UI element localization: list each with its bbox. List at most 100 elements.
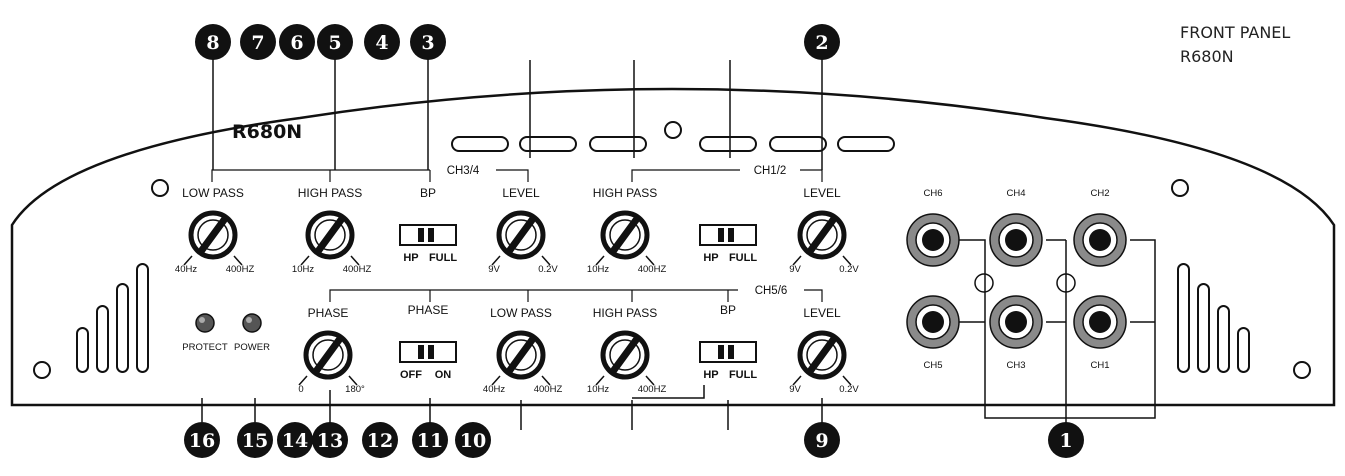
jack-label: CH3 [1006,360,1025,371]
switch-left-label: OFF [400,369,422,381]
led-protect-label: PROTECT [182,342,228,353]
callout-leaders [201,58,823,430]
knob-min-label: 40Hz [175,264,197,275]
knob-min-label: 10Hz [292,264,314,275]
switch-left-label: HP [703,252,718,264]
callout-number: 12 [367,430,393,452]
rca-jack[interactable]: CH1 [1073,295,1127,371]
knob-label: LOW PASS [490,306,552,320]
callout-marker: 12 [362,422,398,458]
callout-marker: 1 [1048,422,1084,458]
callout-marker: 16 [184,422,220,458]
knob-min-label: 9V [789,264,801,275]
knob-label: HIGH PASS [298,186,362,200]
switch-left-label: HP [403,252,418,264]
callout-number: 11 [417,430,443,452]
rca-jack[interactable]: CH3 [989,295,1043,371]
callout-number: 16 [189,430,215,452]
knob-max-label: 400HZ [343,264,372,275]
jack-label: CH4 [1006,188,1025,199]
jack-label: CH2 [1090,188,1109,199]
knob-control[interactable]: HIGH PASS 10Hz 400HZ [292,186,372,275]
callout-marker: 10 [455,422,491,458]
callout-number: 13 [317,430,343,452]
screw-hole [664,121,682,139]
knob-max-label: 400HZ [226,264,255,275]
knob-max-label: 0.2V [538,264,558,275]
knob-group: LOW PASS 40Hz 400HZ HIGH PASS 10Hz 400HZ LEVEL… [175,186,860,395]
switch-left-label: HP [703,369,718,381]
knob-control[interactable]: LEVEL 9V 0.2V [789,186,859,275]
switch-right-label: FULL [729,369,757,381]
knob-control[interactable]: LEVEL 9V 0.2V [488,186,558,275]
slide-switch[interactable]: PHASE OFF ON [399,303,457,381]
knob-label: HIGH PASS [593,186,657,200]
vent-right [1177,263,1250,373]
callout-marker: 15 [237,422,273,458]
panel-model-name: R680N [232,121,302,143]
slide-switch[interactable]: HP FULL [699,224,757,264]
callout-number: 3 [421,32,434,54]
callout-marker: 6 [279,24,315,60]
group-label-ch34: CH3/4 [447,165,480,177]
knob-min-label: 9V [789,384,801,395]
rca-jack[interactable]: CH2 [1073,188,1127,267]
knob-max-label: 0.2V [839,264,859,275]
led-power: POWER [234,313,270,353]
knob-label: LEVEL [502,186,540,200]
rca-jack[interactable]: CH4 [989,188,1043,267]
callout-marker: 8 [195,24,231,60]
jack-label: CH1 [1090,360,1109,371]
callout-number: 4 [375,32,388,54]
switch-label: PHASE [408,303,449,317]
callout-number: 1 [1059,430,1072,452]
callout-number: 15 [242,430,268,452]
led-protect: PROTECT [182,313,228,353]
switch-right-label: FULL [729,252,757,264]
callout-marker: 11 [412,422,448,458]
callout-number: 10 [460,430,486,452]
knob-max-label: 400HZ [534,384,563,395]
rca-jack[interactable]: CH6 [906,188,960,267]
callout-number: 9 [815,430,828,452]
knob-control[interactable]: LOW PASS 40Hz 400HZ [175,186,255,275]
knob-label: LOW PASS [182,186,244,200]
rca-jack[interactable]: CH5 [906,295,960,371]
header-title: FRONT PANEL [1180,23,1290,42]
knob-min-label: 10Hz [587,264,609,275]
callout-number: 6 [290,32,303,54]
callout-marker: 13 [312,422,348,458]
slide-switch[interactable]: BP HP FULL [699,303,757,381]
knob-label: LEVEL [803,306,841,320]
group-label-ch56: CH5/6 [755,285,788,297]
knob-label: LEVEL [803,186,841,200]
callout-number: 5 [328,32,341,54]
knob-max-label: 0.2V [839,384,859,395]
screw-hole [33,361,51,379]
knob-min-label: 9V [488,264,500,275]
group-label-ch12: CH1/2 [754,165,787,177]
jack-label: CH6 [923,188,942,199]
switch-right-label: ON [435,369,452,381]
callout-number: 14 [282,430,308,452]
knob-control[interactable]: LEVEL 9V 0.2V [789,306,859,395]
callout-number: 8 [206,32,219,54]
switch-label: BP [420,186,436,200]
jack-label: CH5 [923,360,942,371]
knob-label: PHASE [308,306,349,320]
knob-max-label: 180° [345,384,365,395]
switch-label: BP [720,303,736,317]
jack-wiring [958,239,1156,430]
callout-marker: 4 [364,24,400,60]
screw-hole [151,179,169,197]
knob-min-label: 10Hz [587,384,609,395]
